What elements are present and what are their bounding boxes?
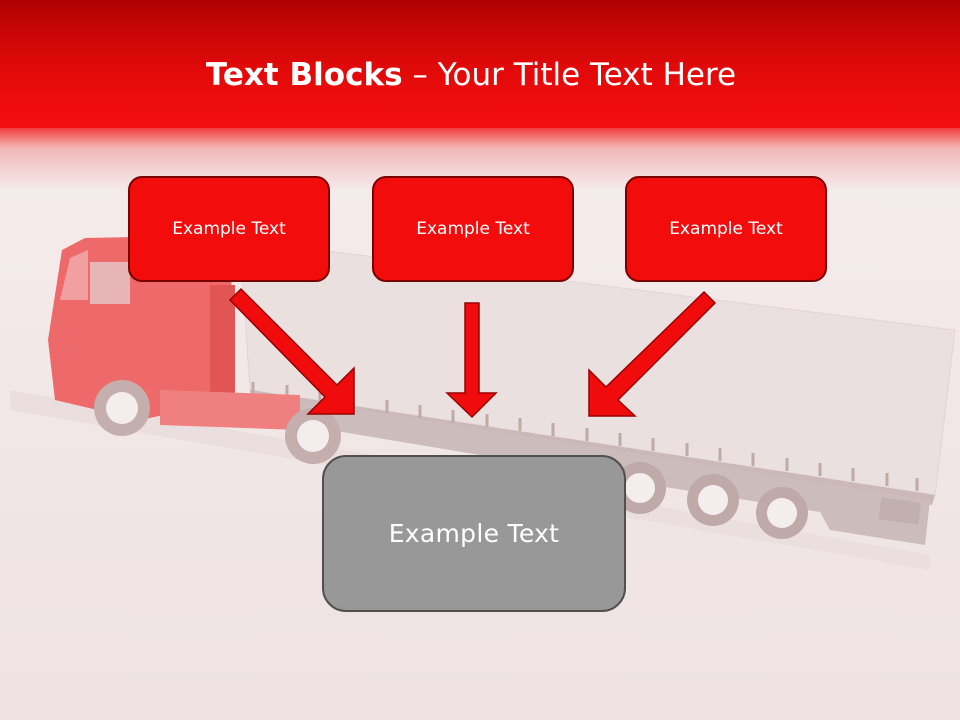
- text-block-1[interactable]: Example Text: [128, 176, 330, 282]
- result-text-block-label: Example Text: [388, 519, 560, 548]
- text-block-2[interactable]: Example Text: [372, 176, 574, 282]
- slide-title-rest: Your Title Text Here: [437, 57, 737, 93]
- arrow-down-icon[interactable]: [445, 302, 498, 419]
- arrow-down-right-icon[interactable]: [228, 287, 355, 415]
- text-block-3-label: Example Text: [669, 219, 783, 239]
- slide-title-bold: Text Blocks: [205, 57, 403, 93]
- text-block-3[interactable]: Example Text: [625, 176, 827, 282]
- text-block-2-label: Example Text: [416, 219, 530, 239]
- header-band: [0, 0, 960, 128]
- slide-title-separator: –: [402, 57, 438, 93]
- arrow-down-left-icon[interactable]: [588, 290, 717, 417]
- result-text-block[interactable]: Example Text: [322, 455, 626, 612]
- text-block-1-label: Example Text: [172, 219, 286, 239]
- slide-title: Text Blocks – Your Title Text Here: [0, 52, 942, 98]
